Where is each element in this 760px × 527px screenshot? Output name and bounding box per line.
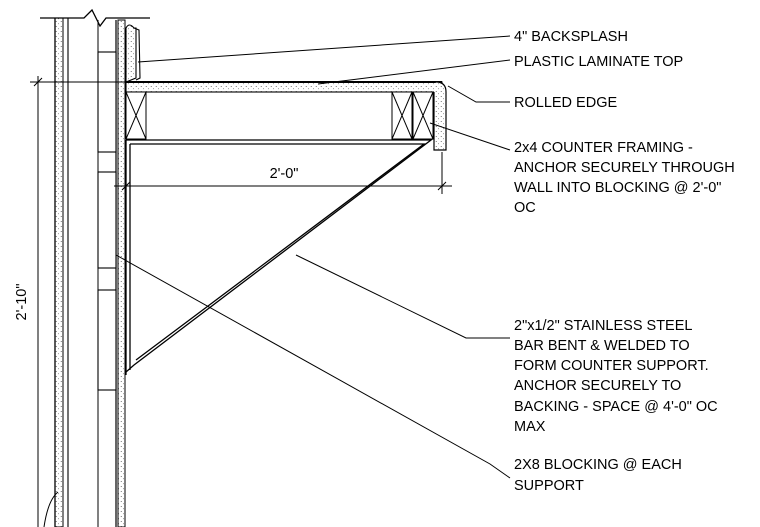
note-blocking-1: 2X8 BLOCKING @ EACH bbox=[514, 457, 682, 473]
note-laminate: PLASTIC LAMINATE TOP bbox=[514, 54, 683, 70]
note-bar-6: MAX bbox=[514, 419, 546, 435]
note-bar-3: FORM COUNTER SUPPORT. bbox=[514, 358, 709, 374]
dimension-depth bbox=[114, 152, 452, 194]
leader-lines bbox=[115, 35, 511, 479]
dimension-height bbox=[30, 76, 126, 527]
blocking-2x8 bbox=[97, 51, 117, 391]
dimension-depth-label: 2'-0" bbox=[270, 166, 299, 182]
stainless-steel-bar-support bbox=[125, 139, 433, 375]
counter-framing-2x4 bbox=[125, 91, 434, 140]
dimension-height-label: 2'-10" bbox=[14, 284, 30, 321]
note-rolled-edge: ROLLED EDGE bbox=[514, 95, 617, 111]
plastic-laminate-top bbox=[125, 81, 443, 93]
note-backsplash: 4" BACKSPLASH bbox=[514, 29, 628, 45]
note-bar-2: BAR BENT & WELDED TO bbox=[514, 338, 690, 354]
notes: 4" BACKSPLASH PLASTIC LAMINATE TOP ROLLE… bbox=[514, 29, 735, 494]
rolled-edge bbox=[433, 81, 447, 151]
note-framing-3: WALL INTO BLOCKING @ 2'-0" bbox=[514, 180, 721, 196]
note-bar-5: BACKING - SPACE @ 4'-0" OC bbox=[514, 399, 718, 415]
note-bar-4: ANCHOR SECURELY TO bbox=[514, 378, 681, 394]
wall-detail-hook bbox=[43, 491, 59, 527]
backsplash-4in bbox=[125, 24, 141, 83]
note-framing-4: OC bbox=[514, 200, 536, 216]
note-framing-1: 2x4 COUNTER FRAMING - bbox=[514, 140, 693, 156]
note-framing-2: ANCHOR SECURELY THROUGH bbox=[514, 160, 735, 176]
note-bar-1: 2"x1/2" STAINLESS STEEL bbox=[514, 318, 692, 334]
note-blocking-2: SUPPORT bbox=[514, 478, 584, 494]
